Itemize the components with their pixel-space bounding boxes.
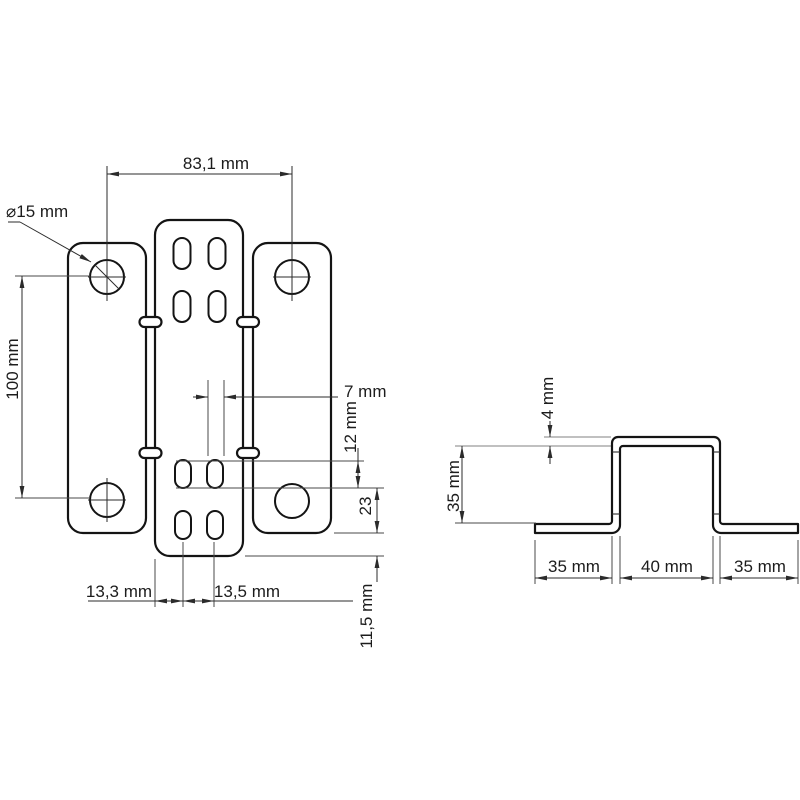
slot-top [207,237,227,270]
slot-bottom [206,510,224,540]
front-view: 83,1 mm ⌀15 mm 100 mm 7 mm [3,154,387,648]
dimension-bottom-slots: 13,3 mm 13,5 mm [86,542,353,607]
dim-label-thickness: 4 mm [538,377,557,420]
bridge-tab [235,446,261,460]
dimension-slot-width: 7 mm [193,380,387,456]
hole-centerlines [88,166,311,522]
dimension-bottom-widths: 35 mm 40 mm 35 mm [534,536,799,584]
dim-label-channel-width: 40 mm [641,557,693,576]
dim-label-hole-diameter: ⌀15 mm [6,202,68,221]
dimension-profile-height: 35 mm [444,446,536,524]
slot-bottom [174,510,192,540]
dim-label-slot-length: 12 mm [341,401,360,453]
leader-hole-diameter: ⌀15 mm [6,202,120,290]
center-plate [153,218,245,558]
side-view: 4 mm 35 mm 35 mm 40 mm 35 mm [444,377,800,584]
dim-label-hole-column-height: 100 mm [3,338,22,399]
dimension-plate-bottom-offset: 11,5 mm [245,555,384,649]
slot-top [172,237,192,270]
dim-label-slot-width: 7 mm [344,382,387,401]
dim-label-left-flange: 35 mm [548,557,600,576]
dim-label-plate-bottom-offset: 11,5 mm [357,584,376,649]
bridge-tab [138,446,163,460]
dimension-hole-column-height: 100 mm [3,275,90,499]
bridge-tab [235,315,261,329]
slot-top [172,290,192,323]
dimension-hole-span: 83,1 mm [107,154,292,177]
dimension-thickness: 4 mm [538,377,557,464]
dimension-slot-length: 12 mm [176,401,384,489]
slot-top [207,290,227,323]
dimension-slot-row-gap: 23 [334,488,384,534]
profile-outline [533,435,800,535]
dim-label-slot-row-gap: 23 [356,497,375,516]
bridge-tab [138,315,163,329]
dim-label-hole-span: 83,1 mm [183,154,249,173]
dim-label-right-flange: 35 mm [734,557,786,576]
hole-bottom-right [274,483,310,519]
dim-label-slot-pitch: 13,5 mm [214,582,280,601]
dim-label-profile-height: 35 mm [444,460,463,512]
dim-label-edge-to-slot: 13,3 mm [86,582,152,601]
